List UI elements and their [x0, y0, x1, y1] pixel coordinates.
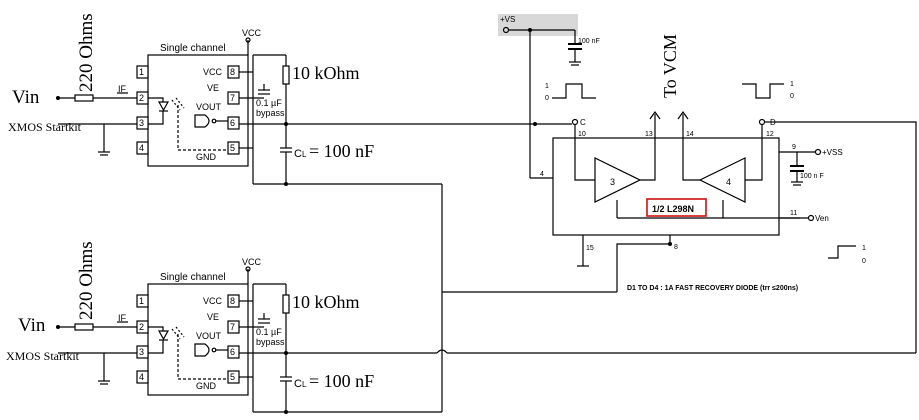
- svg-text:IF: IF: [118, 313, 127, 323]
- amp-left-label: 3: [610, 177, 615, 187]
- svg-text:VOUT: VOUT: [196, 331, 222, 341]
- svg-text:GND: GND: [196, 152, 217, 162]
- svg-text:14: 14: [686, 131, 694, 138]
- svg-text:C: C: [580, 118, 586, 127]
- svg-text:Single channel: Single channel: [160, 272, 226, 283]
- input-resistor: [74, 323, 94, 331]
- svg-text:1: 1: [139, 67, 144, 77]
- svg-text:2: 2: [139, 322, 144, 332]
- svg-text:CL: CL: [294, 148, 307, 160]
- svg-text:8: 8: [674, 244, 678, 251]
- svg-text:+VSS: +VSS: [822, 148, 843, 157]
- svg-text:2: 2: [139, 93, 144, 103]
- svg-text:11: 11: [790, 210, 797, 217]
- optocoupler-circuit-1: 220 Ohms Vin XMOS Startkit IF Single cha…: [8, 13, 535, 186]
- pullup-resistor: [282, 294, 290, 314]
- svg-text:bypass: bypass: [256, 337, 285, 347]
- svg-text:10: 10: [578, 131, 586, 138]
- svg-text:3: 3: [139, 347, 144, 357]
- svg-text:5: 5: [230, 143, 235, 153]
- vin-label: Vin: [12, 87, 40, 108]
- svg-text:12: 12: [766, 131, 774, 138]
- svg-text:1: 1: [862, 245, 866, 252]
- driver-section: +VS 100 nF 1 0 1 0 1 0 To VCM C 10 D 12 …: [498, 14, 866, 292]
- svg-text:VE: VE: [207, 83, 219, 93]
- svg-text:0.1 µF: 0.1 µF: [256, 98, 282, 108]
- resistor-label: 220 Ohms: [76, 241, 97, 320]
- source-label: XMOS Startkit: [8, 120, 82, 134]
- svg-text:4: 4: [540, 171, 544, 178]
- vcc-top: VCC: [242, 28, 262, 38]
- pullup-resistor: [282, 65, 290, 85]
- svg-text:4: 4: [139, 372, 144, 382]
- svg-text:10 kOhm: 10 kOhm: [292, 292, 360, 312]
- pullup-label: 10 kOhm: [292, 63, 360, 83]
- svg-text:0: 0: [862, 258, 866, 265]
- svg-text:bypass: bypass: [256, 108, 285, 118]
- svg-text:13: 13: [645, 131, 653, 138]
- svg-text:0: 0: [790, 93, 794, 100]
- svg-text:= 100 nF: = 100 nF: [309, 371, 374, 391]
- svg-text:VCC: VCC: [203, 296, 223, 306]
- svg-text:8: 8: [230, 67, 235, 77]
- source-label: XMOS Startkit: [6, 349, 80, 363]
- optocoupler-circuit-2: 220 Ohms Vin XMOS Startkit IF Single cha…: [6, 241, 916, 414]
- chip-label: 1/2 L298N: [652, 204, 694, 214]
- svg-text:7: 7: [230, 322, 235, 332]
- svg-text:4: 4: [139, 143, 144, 153]
- input-resistor: [74, 94, 94, 102]
- vin-label: Vin: [18, 315, 46, 336]
- svg-text:6: 6: [230, 118, 235, 128]
- load-cap-value: = 100 nF: [309, 141, 374, 161]
- svg-text:100 nF: 100 nF: [578, 38, 600, 45]
- to-vcm-label: To VCM: [660, 34, 680, 98]
- svg-text:1: 1: [790, 81, 794, 88]
- svg-text:CL: CL: [294, 378, 307, 390]
- diode-note: D1 TO D4 : 1A FAST RECOVERY DIODE (trr ≤…: [627, 285, 798, 292]
- svg-text:100 n F: 100 n F: [800, 173, 824, 180]
- svg-text:1: 1: [545, 83, 549, 90]
- svg-text:5: 5: [230, 372, 235, 382]
- svg-text:GND: GND: [196, 381, 217, 391]
- svg-text:15: 15: [586, 245, 594, 252]
- svg-text:VOUT: VOUT: [196, 102, 222, 112]
- if-label: IF: [118, 84, 127, 94]
- vs-label: +VS: [500, 15, 515, 24]
- svg-text:3: 3: [139, 118, 144, 128]
- svg-text:0.1 µF: 0.1 µF: [256, 327, 282, 337]
- svg-text:1: 1: [139, 296, 144, 306]
- resistor-label: 220 Ohms: [76, 13, 97, 92]
- svg-text:6: 6: [230, 347, 235, 357]
- svg-text:Ven: Ven: [815, 214, 829, 223]
- svg-text:9: 9: [792, 144, 796, 151]
- chip-label-box: [646, 198, 707, 217]
- svg-text:VCC: VCC: [242, 257, 262, 267]
- svg-text:7: 7: [230, 93, 235, 103]
- svg-text:0: 0: [545, 95, 549, 102]
- svg-text:8: 8: [230, 296, 235, 306]
- amp-right-label: 4: [726, 177, 731, 187]
- svg-text:VE: VE: [207, 312, 219, 322]
- ic-title: Single channel: [160, 43, 226, 54]
- svg-text:VCC: VCC: [203, 67, 223, 77]
